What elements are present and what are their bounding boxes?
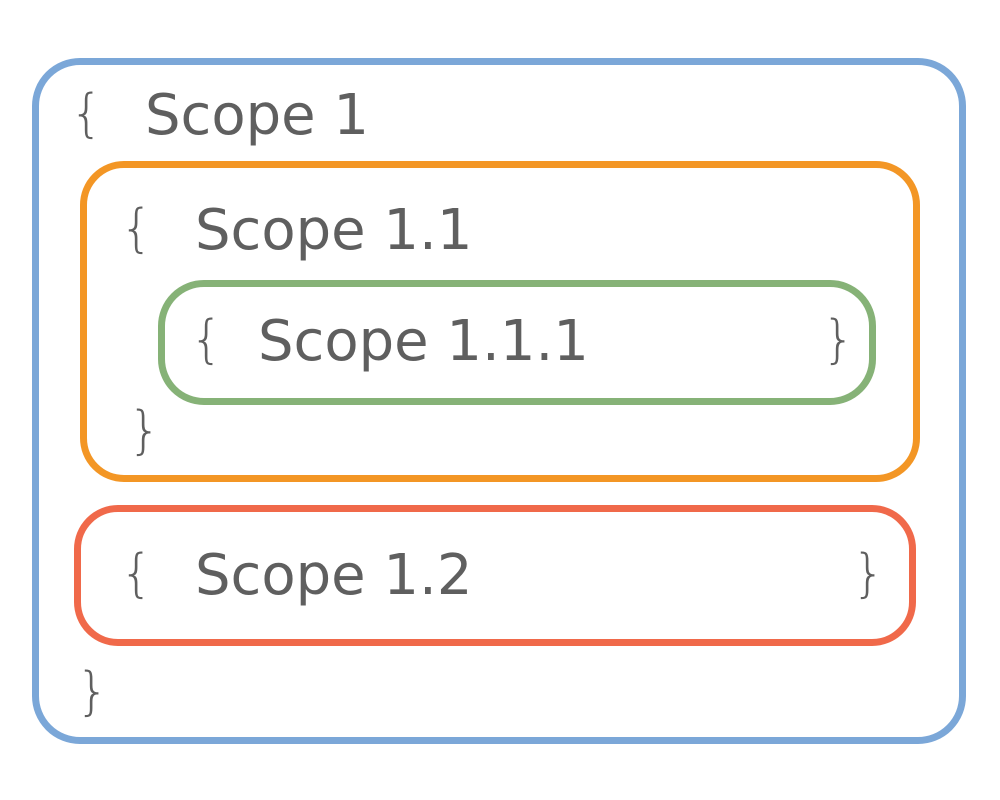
scope-1-2-open-brace: { [120,544,154,604]
scope-1-1-open-brace: { [120,199,154,259]
scope-1-1-1-box [158,280,876,405]
scope-1-1-box [80,161,920,482]
scope-1-1-close-brace: } [128,401,162,461]
scope-1-1-1-label: Scope 1.1.1 [258,309,589,374]
scope-1-2-label: Scope 1.2 [195,543,473,608]
scope-1-1-1-open-brace: { [190,310,224,370]
scope-1-1-label: Scope 1.1 [195,198,473,263]
scope-1-2-close-brace: } [852,544,886,604]
scope-1-1-1-close-brace: } [822,310,856,370]
scope-1-open-brace: { [70,84,104,144]
scope-1-box [32,58,966,744]
scope-1-close-brace: } [76,662,110,722]
scope-1-label: Scope 1 [145,83,370,148]
scope-1-2-box [74,505,916,646]
